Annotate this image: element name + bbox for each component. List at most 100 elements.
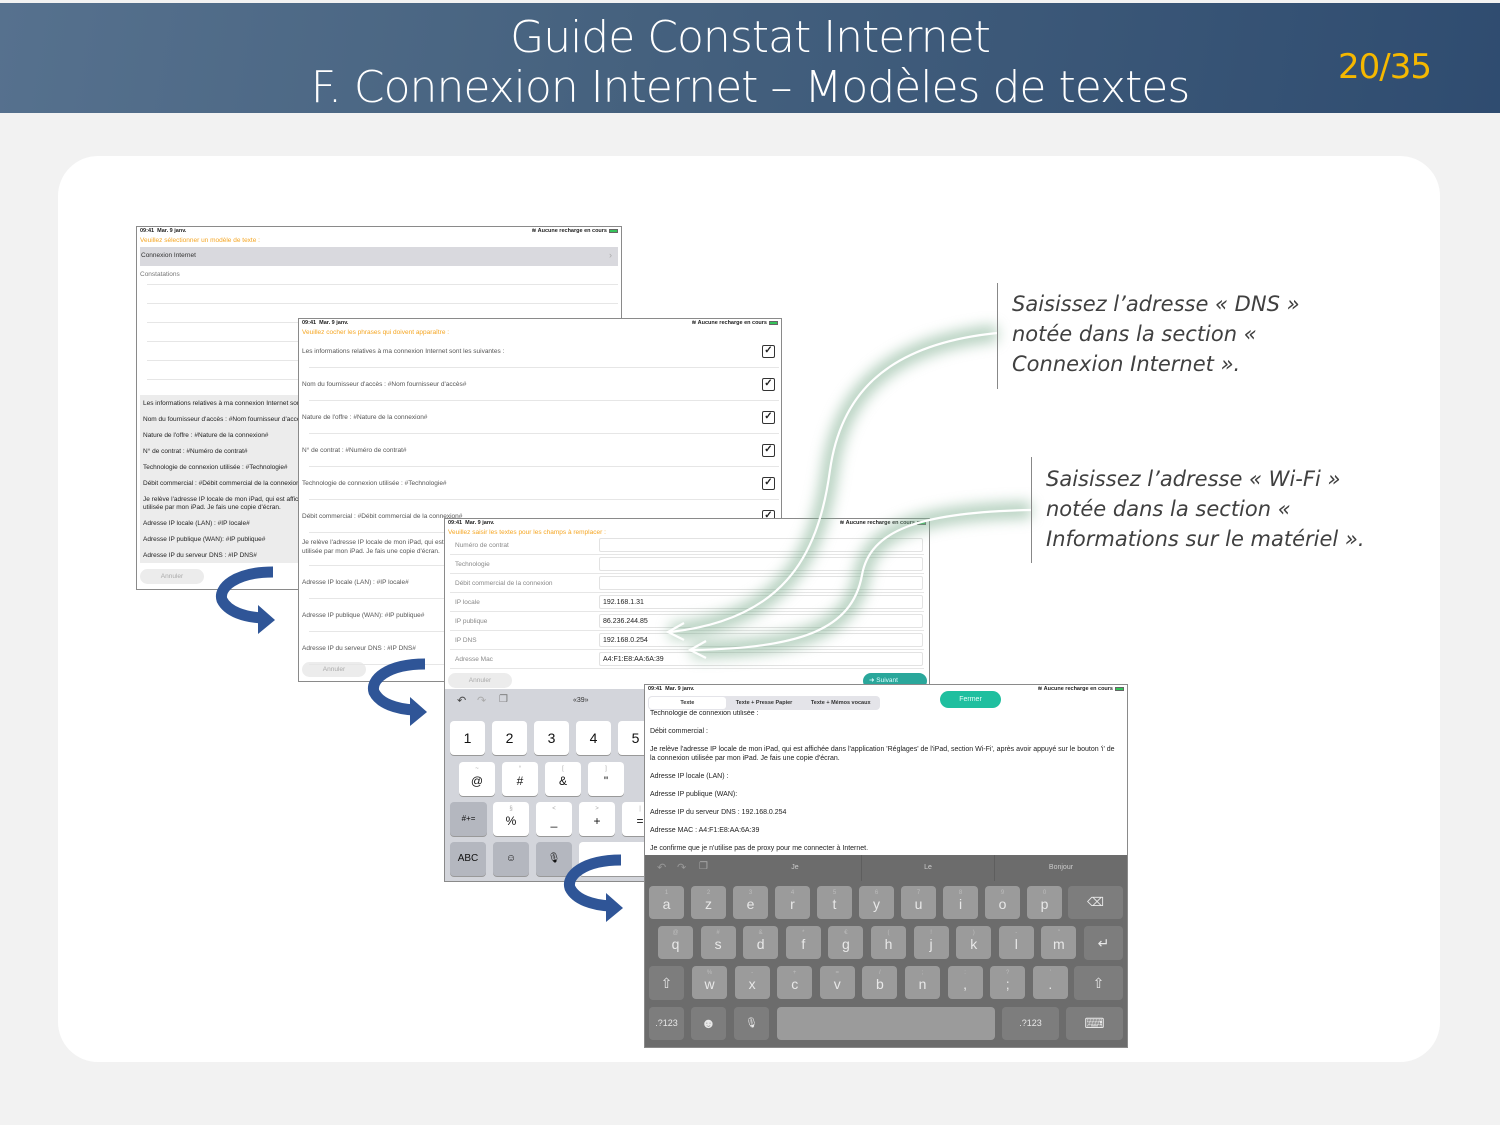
screenshot-final-text: 09:41 Mar. 9 janv.≋ Aucune recharge en c… [644, 684, 1128, 1048]
key-,[interactable]: :, [947, 966, 983, 999]
key-b[interactable]: /b [862, 966, 898, 999]
suggestion[interactable]: Bonjour [1048, 864, 1074, 871]
tab-0[interactable]: Texte [649, 697, 726, 709]
abc-key[interactable]: ABC [450, 842, 486, 876]
shift-key[interactable]: ⇧ [1074, 966, 1123, 1000]
slide-header: Guide Constat Internet F. Connexion Inte… [0, 3, 1500, 113]
field-input[interactable] [599, 557, 923, 571]
key[interactable]: ]" [588, 762, 624, 796]
status-bar: 09:41 Mar. 9 janv.≋ Aucune recharge en c… [140, 228, 618, 237]
key-alt: 2 [706, 890, 711, 896]
key-main: a [662, 896, 671, 912]
cancel-button[interactable]: Annuler [302, 662, 366, 677]
key[interactable]: #+= [450, 802, 487, 836]
undo-icon[interactable]: ↶ [457, 695, 467, 707]
template-item-connexion-internet[interactable]: Connexion Internet › [140, 247, 618, 266]
return-key[interactable]: ↵ [1084, 926, 1123, 960]
key-3[interactable]: 3 [534, 721, 569, 755]
key-c[interactable]: +c [777, 966, 813, 999]
shift-key[interactable]: ⇧ [649, 966, 684, 1000]
keyboard-suggestion[interactable]: «39» [573, 697, 589, 704]
clipboard-icon[interactable]: ❐ [499, 694, 508, 705]
key-j[interactable]: !j [913, 926, 949, 959]
key[interactable]: [& [545, 762, 581, 796]
slide-title: Guide Constat Internet [510, 12, 991, 63]
field-input[interactable] [599, 576, 923, 590]
undo-icon[interactable]: ↶ [657, 862, 667, 874]
hide-keyboard-icon[interactable]: ⌨ [1066, 1007, 1123, 1040]
checkbox-checked[interactable]: ✓ [762, 378, 775, 391]
redo-icon[interactable]: ↷ [677, 862, 687, 874]
key-2[interactable]: 2 [492, 721, 527, 755]
key-4[interactable]: 4 [576, 721, 611, 755]
clipboard-icon[interactable]: ❐ [699, 861, 708, 872]
key[interactable]: §% [493, 802, 529, 836]
microphone-icon[interactable]: 🎙 [734, 1007, 769, 1040]
checkbox-checked[interactable]: ✓ [762, 444, 775, 457]
text-line: Adresse MAC : A4:F1:E8:AA:6A:39 [650, 827, 760, 834]
template-item-constatations[interactable]: Constatations [140, 271, 180, 278]
key-k[interactable]: )k [956, 926, 992, 959]
key-1[interactable]: 1 [450, 721, 485, 755]
emoji-icon[interactable]: ☺ [493, 842, 529, 876]
key-v[interactable]: =v [819, 966, 855, 999]
key-alt: + [792, 970, 797, 976]
key-alt: 5 [832, 890, 837, 896]
key-alt: 8 [958, 890, 963, 896]
key-s[interactable]: #s [700, 926, 736, 959]
redo-icon[interactable]: ↷ [477, 695, 487, 707]
suggestion[interactable]: Le [862, 855, 995, 881]
emoji-icon[interactable]: ☻ [691, 1007, 726, 1040]
key[interactable]: ~@ [459, 762, 495, 796]
text-line: Adresse IP publique (WAN): [650, 791, 738, 798]
cancel-button[interactable]: Annuler [140, 569, 204, 584]
key[interactable]: °# [502, 762, 538, 796]
key-x[interactable]: -x [734, 966, 770, 999]
key-m[interactable]: "m [1041, 926, 1077, 959]
tab-1[interactable]: Texte + Presse Papier [735, 700, 793, 706]
phrase-item: Les informations relatives à ma connexio… [302, 348, 505, 355]
key[interactable]: >+ [579, 802, 615, 836]
key-w[interactable]: %w [692, 966, 727, 999]
key-l[interactable]: -l [998, 926, 1034, 959]
space-key[interactable] [777, 1007, 995, 1040]
microphone-icon[interactable]: 🎙 [536, 842, 572, 876]
key[interactable]: <_ [536, 802, 572, 836]
numbers-key[interactable]: .?123 [649, 1007, 684, 1040]
cancel-button[interactable]: Annuler [448, 673, 512, 688]
key-d[interactable]: &d [743, 926, 779, 959]
key-.[interactable]: '. [1032, 966, 1068, 999]
checkbox-checked[interactable]: ✓ [762, 477, 775, 490]
numbers-key[interactable]: .?123 [1002, 1007, 1059, 1040]
key-g[interactable]: €g [828, 926, 864, 959]
close-button[interactable]: Fermer [940, 691, 1001, 708]
generated-text[interactable]: Technologie de connexion utilisée :Débit… [650, 709, 1119, 862]
backspace-key[interactable]: ⌫ [1068, 886, 1123, 919]
key-main: ; [1005, 976, 1010, 992]
preview-line: Débit commercial : #Débit commercial de … [143, 480, 304, 487]
key-q[interactable]: @q [658, 926, 693, 959]
tab-2[interactable]: Texte + Mémos vocaux [810, 700, 871, 706]
chevron-right-icon: › [609, 250, 612, 260]
key-;[interactable]: ?; [990, 966, 1026, 999]
field-input[interactable]: 86.236.244.85 [599, 614, 923, 628]
checkbox-checked[interactable]: ✓ [762, 345, 775, 358]
field-label: IP locale [455, 599, 480, 606]
key-n[interactable]: ;n [905, 966, 940, 999]
key-f[interactable]: *f [785, 926, 821, 959]
field-input[interactable] [599, 538, 923, 552]
suggestion[interactable]: Je [729, 855, 862, 881]
key-h[interactable]: (h [871, 926, 906, 959]
checkbox-checked[interactable]: ✓ [762, 411, 775, 424]
row-divider [450, 649, 924, 650]
